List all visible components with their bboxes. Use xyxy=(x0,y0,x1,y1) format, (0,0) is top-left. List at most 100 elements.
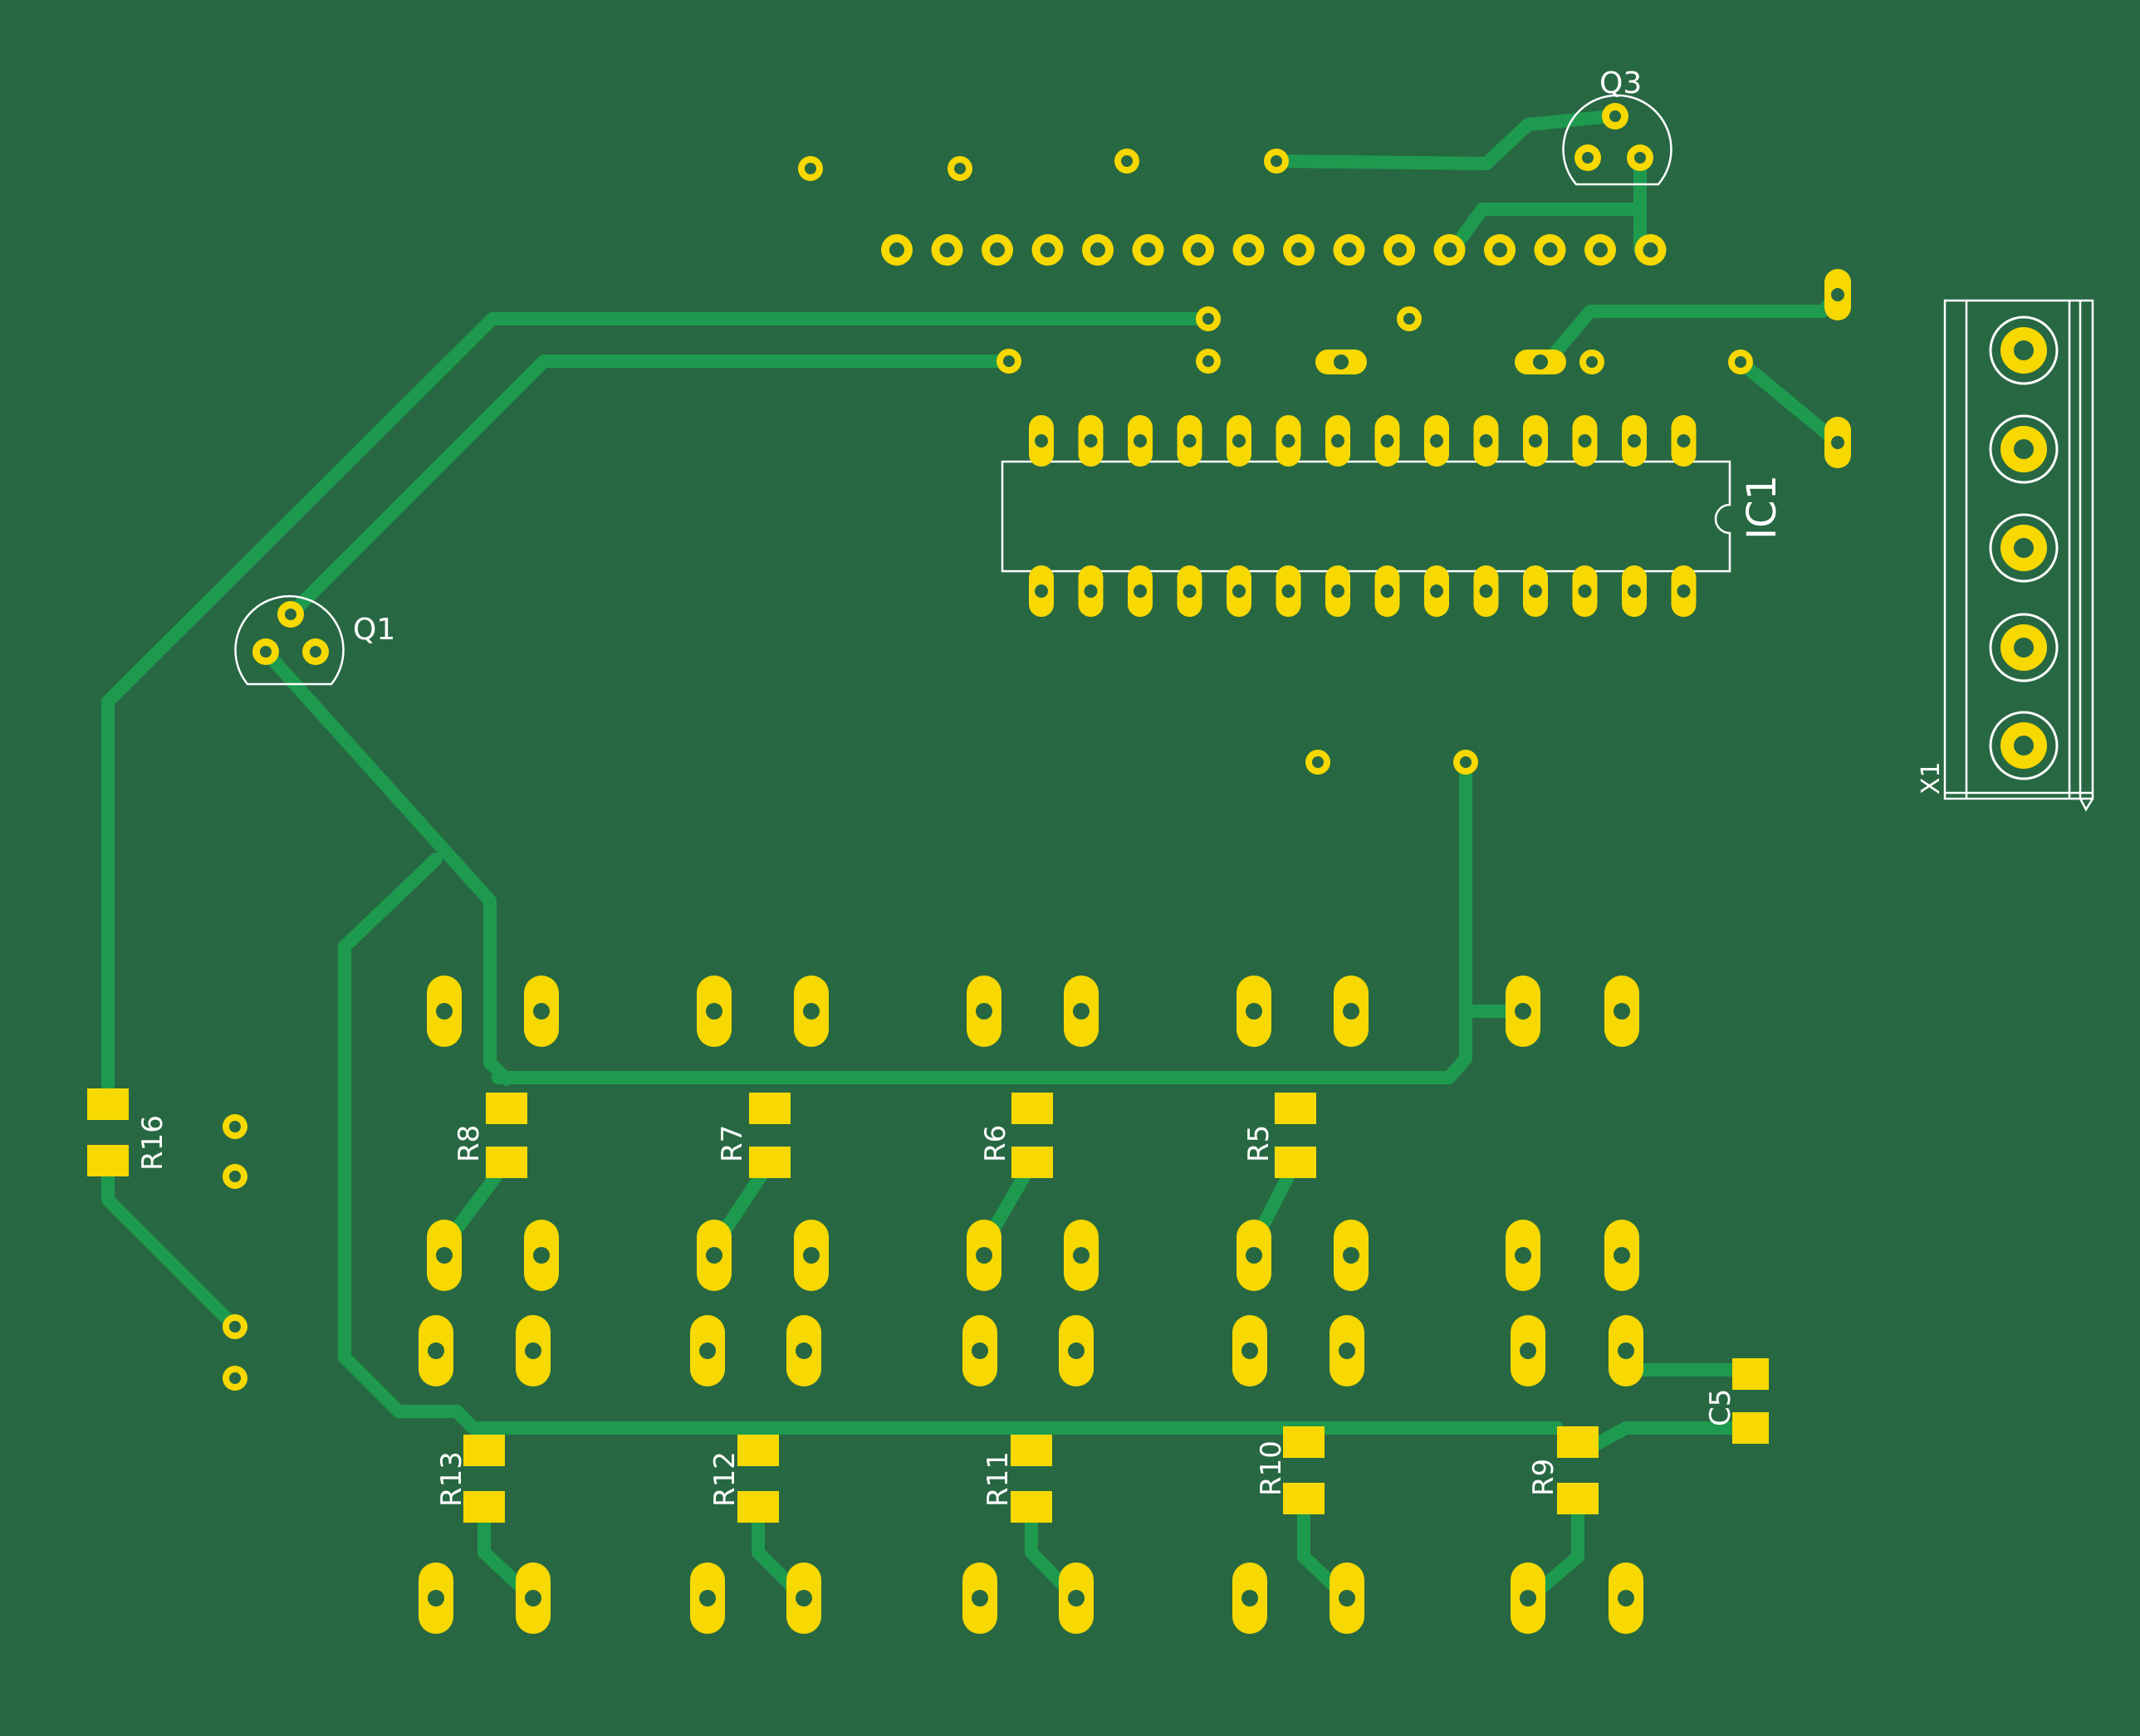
resistor-smd-pad xyxy=(463,1491,505,1523)
ic1-pin-pad xyxy=(1374,415,1400,467)
oval-pad xyxy=(1334,976,1369,1047)
oval-pad xyxy=(1506,976,1540,1047)
trace-long-outer xyxy=(101,312,1215,1104)
x1-terminal-pad xyxy=(1989,315,2059,385)
header-pin-pad xyxy=(1534,234,1566,266)
q3-pin-pad xyxy=(1574,144,1601,171)
ic1-pin-pad xyxy=(1078,415,1104,467)
oval-pad xyxy=(1330,1562,1364,1634)
resistor-smd-pad xyxy=(486,1147,527,1178)
oval-pad xyxy=(1236,976,1271,1047)
via-pad xyxy=(223,1366,247,1391)
resistor-smd-pad xyxy=(486,1093,527,1124)
oval-pad xyxy=(697,1220,732,1291)
via-pad xyxy=(1196,349,1221,374)
q1-pin-pad xyxy=(302,638,329,665)
resistor-smd-pad xyxy=(1557,1426,1599,1458)
oval-pad xyxy=(1064,976,1099,1047)
header-pin-pad xyxy=(1283,234,1315,266)
header-pin-pad xyxy=(881,234,913,266)
oval-pad xyxy=(1330,1315,1364,1386)
top-via xyxy=(798,156,823,181)
via-pad xyxy=(223,1164,247,1189)
ic1-pin-pad xyxy=(1622,565,1647,617)
label-r5: R5 xyxy=(1242,1125,1276,1162)
oval-pad xyxy=(1059,1562,1094,1634)
q3-outline xyxy=(1562,94,1672,186)
label-q3: Q3 xyxy=(1599,66,1642,100)
c5-smd-pad xyxy=(1732,1412,1769,1444)
q1-pin-pad xyxy=(252,638,279,665)
ic1-pin-pad xyxy=(1177,415,1202,467)
oval-pad xyxy=(1315,350,1367,374)
via-pad xyxy=(1579,350,1604,374)
header-pin-pad xyxy=(1584,234,1616,266)
ic1-pin-pad xyxy=(1671,565,1697,617)
top-via xyxy=(1264,149,1289,174)
trace-c5-bot xyxy=(1592,1421,1757,1450)
via-pad xyxy=(223,1114,247,1139)
ic1-pin-pad xyxy=(1128,565,1153,617)
header-pin-pad xyxy=(1484,234,1516,266)
oval-pad xyxy=(1064,1220,1099,1291)
oval-pad xyxy=(1511,1562,1545,1634)
resistor-smd-pad xyxy=(1275,1147,1316,1178)
header-pin-pad xyxy=(982,234,1013,266)
oval-pad xyxy=(1236,1220,1271,1291)
q1-pin-pad xyxy=(277,601,304,628)
top-via xyxy=(1114,149,1139,174)
oval-pad xyxy=(1824,269,1851,320)
header-pin-pad xyxy=(1383,234,1415,266)
r16-smd-pad xyxy=(87,1088,129,1120)
c5-smd-pad xyxy=(1732,1358,1769,1390)
oval-pad xyxy=(1232,1315,1267,1386)
oval-pad xyxy=(690,1562,725,1634)
ic1-pin-pad xyxy=(1276,565,1301,617)
trace-branch-left xyxy=(338,853,1564,1435)
ic1-pin-pad xyxy=(1177,565,1202,617)
pads xyxy=(87,103,2059,1634)
ic1-pin-pad xyxy=(1325,565,1350,617)
oval-pad xyxy=(1511,1315,1545,1386)
header-pin-pad xyxy=(931,234,963,266)
label-r13: R13 xyxy=(435,1451,468,1507)
resistor-smd-pad xyxy=(1557,1483,1599,1514)
ic1-pin-pad xyxy=(1523,565,1548,617)
oval-pad xyxy=(1506,1220,1540,1291)
resistor-smd-pad xyxy=(1011,1491,1052,1523)
ic1-pin-pad xyxy=(1424,565,1449,617)
oval-pad xyxy=(786,1562,821,1634)
via-pad xyxy=(1196,306,1221,331)
oval-pad xyxy=(697,976,732,1047)
oval-pad xyxy=(419,1315,453,1386)
trace-row-bus xyxy=(492,756,1472,1084)
label-x1: X1 xyxy=(1917,761,1946,795)
resistor-smd-pad xyxy=(737,1435,779,1466)
trace-header-to-q3 xyxy=(1447,203,1647,256)
trace-q3-top xyxy=(1270,110,1618,170)
resistor-smd-pad xyxy=(1011,1147,1053,1178)
silkscreen xyxy=(234,94,2094,812)
oval-pad xyxy=(1824,417,1851,468)
via-pad xyxy=(223,1314,247,1339)
ic1-outline xyxy=(1001,460,1731,573)
ic1-pin-pad xyxy=(1424,415,1449,467)
oval-pad xyxy=(427,1220,462,1291)
q3-pin-pad xyxy=(1602,103,1628,130)
via-pad xyxy=(1728,350,1753,374)
label-ic1: IC1 xyxy=(1739,475,1785,540)
label-r6: R6 xyxy=(979,1125,1012,1162)
via-pad xyxy=(1453,750,1478,775)
header-pin-pad xyxy=(1132,234,1164,266)
header-pin-pad xyxy=(1031,234,1064,266)
oval-pad xyxy=(1232,1562,1267,1634)
oval-pad xyxy=(524,1220,559,1291)
x1-notch xyxy=(2079,798,2094,812)
resistor-smd-pad xyxy=(1283,1426,1325,1458)
resistor-smd-pad xyxy=(1275,1093,1316,1124)
resistor-smd-pad xyxy=(463,1435,505,1466)
ic1-pin-pad xyxy=(1227,415,1251,467)
ic1-pin-pad xyxy=(1523,415,1548,467)
top-via xyxy=(948,156,972,181)
